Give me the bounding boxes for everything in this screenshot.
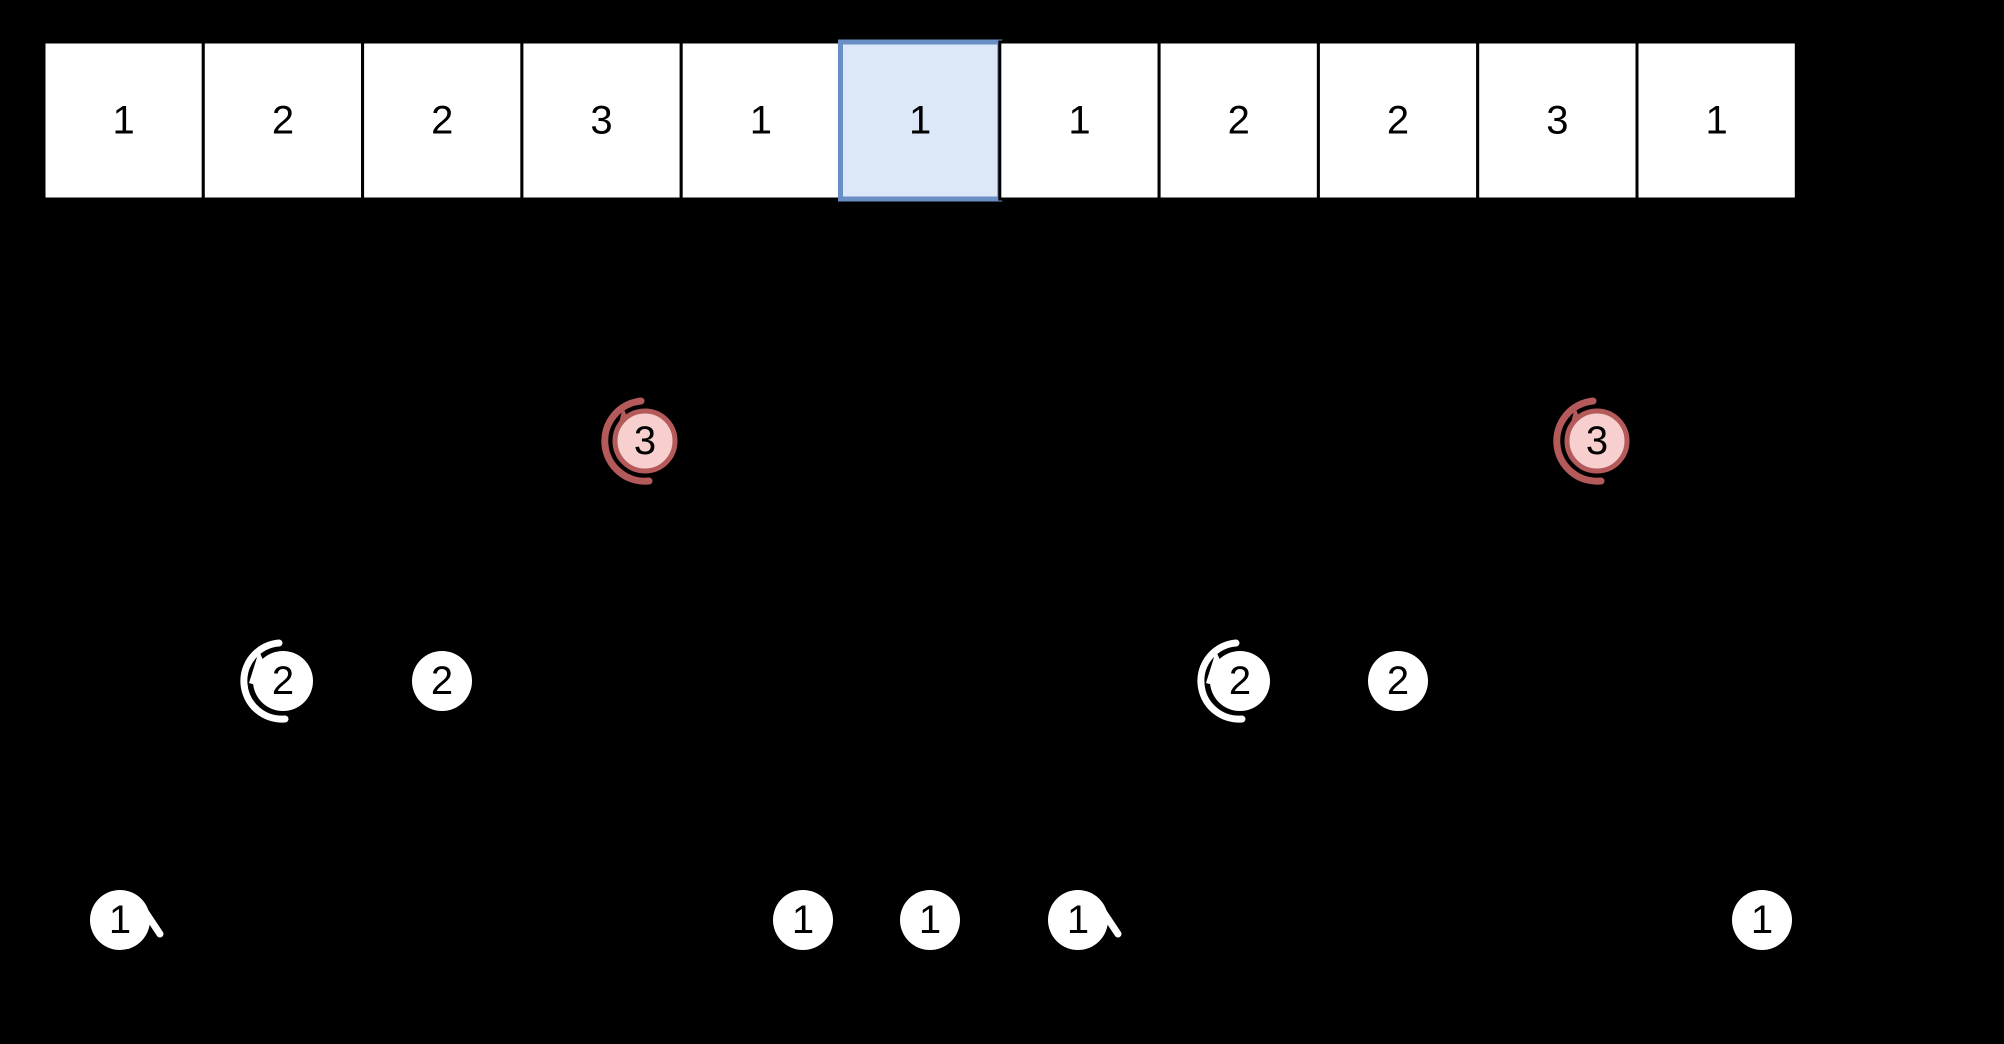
array-cell-box[interactable] — [679, 40, 843, 201]
array-cell-box-highlighted[interactable] — [838, 39, 1003, 202]
tree-node-value: 1 — [1751, 898, 1773, 942]
array-cell[interactable]: 2 — [201, 40, 365, 201]
tree-node-value: 2 — [1387, 659, 1409, 703]
array-cell[interactable]: 3 — [1476, 40, 1639, 201]
tree-node-value: 1 — [109, 898, 131, 942]
tree-node-circle-accent[interactable] — [612, 408, 678, 474]
tree-node-circle[interactable] — [1732, 890, 1792, 950]
tree-node-circle[interactable] — [90, 890, 150, 950]
array-cell-value: 2 — [1387, 99, 1409, 143]
tree-node-circle[interactable] — [1368, 651, 1428, 711]
array-cell[interactable]: 1 — [679, 40, 843, 201]
tree-node[interactable]: 2 — [1368, 651, 1428, 711]
tree-node[interactable]: 2 — [240, 639, 313, 723]
tree-node[interactable]: 2 — [1197, 639, 1270, 723]
array-cell-value: 3 — [1546, 99, 1568, 143]
tree-node[interactable]: 1 — [90, 890, 164, 950]
node-row-row-1: 1 1 1 1 1 — [90, 890, 1792, 950]
tree-node-value: 3 — [1586, 419, 1608, 463]
array-cell[interactable]: 1 — [838, 39, 1003, 202]
array-cell-value: 2 — [431, 99, 453, 143]
array-cell-value: 1 — [1068, 99, 1090, 143]
array-cell[interactable]: 1 — [998, 40, 1161, 201]
array-cell-box[interactable] — [201, 40, 365, 201]
array-cell[interactable]: 1 — [1635, 40, 1798, 201]
tree-node-value: 1 — [919, 898, 941, 942]
self-loop-arc-icon — [1553, 397, 1605, 485]
array-cell-value: 2 — [1228, 99, 1250, 143]
tree-node-value: 3 — [634, 419, 656, 463]
array-cell-box[interactable] — [42, 40, 205, 201]
array-cell[interactable]: 3 — [520, 40, 683, 201]
tree-node-circle[interactable] — [1210, 651, 1270, 711]
array-cell-box[interactable] — [1316, 40, 1480, 201]
tree-node-circle[interactable] — [900, 890, 960, 950]
tree-node-value: 2 — [272, 659, 294, 703]
array-cell-value: 1 — [1706, 99, 1728, 143]
array-cell[interactable]: 2 — [1157, 40, 1320, 201]
array-cell-value: 2 — [272, 99, 294, 143]
inbound-edge-icon — [1197, 639, 1246, 723]
array-cell[interactable]: 2 — [1316, 40, 1480, 201]
inbound-edge-icon — [240, 639, 289, 723]
array-cell-value: 3 — [590, 99, 612, 143]
tree-node-value: 1 — [792, 898, 814, 942]
self-loop-arc-icon — [601, 397, 653, 485]
tree-node[interactable]: 3 — [1553, 397, 1630, 485]
array-cell-value: 1 — [750, 99, 772, 143]
array-cell-box[interactable] — [361, 40, 524, 201]
tree-node-circle[interactable] — [412, 651, 472, 711]
array-cell-box[interactable] — [1157, 40, 1320, 201]
tree-node-circle[interactable] — [253, 651, 313, 711]
tree-node-value: 1 — [1067, 898, 1089, 942]
array-cell[interactable]: 2 — [361, 40, 524, 201]
tree-node[interactable]: 1 — [900, 890, 960, 950]
tree-node-circle[interactable] — [773, 890, 833, 950]
array-cell-box[interactable] — [998, 40, 1161, 201]
tree-node-value: 2 — [431, 659, 453, 703]
array-cell-box[interactable] — [1635, 40, 1798, 201]
tree-node-circle[interactable] — [1048, 890, 1108, 950]
array-row: 1 2 2 3 1 1 1 2 2 3 1 — [42, 39, 1798, 202]
tree-node[interactable]: 3 — [601, 397, 678, 485]
tree-node[interactable]: 1 — [773, 890, 833, 950]
tree-node[interactable]: 1 — [1732, 890, 1792, 950]
tree-node[interactable]: 2 — [412, 651, 472, 711]
array-cell-box[interactable] — [1476, 40, 1639, 201]
tree-node[interactable]: 1 — [1048, 890, 1122, 950]
array-cell-value: 1 — [113, 99, 135, 143]
array-cell[interactable]: 1 — [42, 40, 205, 201]
tree-node-value: 2 — [1229, 659, 1251, 703]
tree-node-circle-accent[interactable] — [1564, 408, 1630, 474]
array-cell-value: 1 — [909, 99, 931, 143]
node-row-row-2: 2 2 2 2 — [240, 639, 1428, 723]
